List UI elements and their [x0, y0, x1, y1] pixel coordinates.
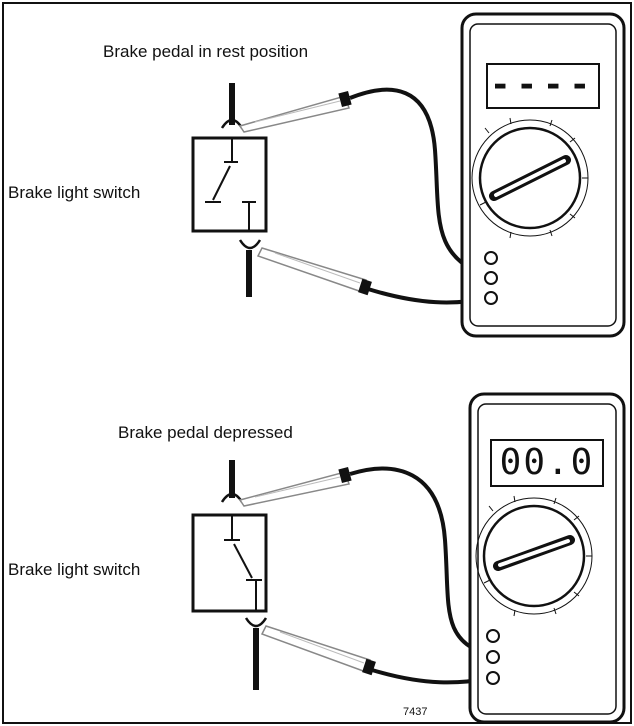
bottom-lead-upper — [349, 466, 492, 658]
bottom-panel-heading: Brake pedal depressed — [118, 423, 293, 442]
top-terminal-lower — [238, 239, 262, 250]
top-panel-heading: Brake pedal in rest position — [103, 42, 309, 61]
bottom-terminal-lower — [244, 617, 268, 628]
top-lead-upper — [349, 87, 491, 280]
bottom-switch-contacts — [224, 515, 262, 611]
bottom-display-window — [490, 439, 604, 487]
bottom-multimeter — [468, 392, 626, 724]
top-display-window — [486, 63, 600, 109]
bottom-socket-v — [486, 671, 500, 685]
figure-number: 7437 — [403, 706, 428, 718]
bottom-switch-body — [191, 513, 268, 613]
top-switch-contacts — [205, 138, 256, 231]
bottom-probe-lower — [260, 625, 376, 676]
top-socket-a — [484, 251, 498, 265]
top-switch-label: Brake light switch — [8, 183, 141, 202]
top-panel — [191, 12, 626, 338]
top-probe-lower — [256, 247, 372, 296]
top-probe-upper — [238, 90, 352, 133]
bottom-probe-upper — [238, 466, 352, 507]
top-socket-v — [484, 291, 498, 305]
bottom-panel — [191, 392, 626, 724]
bottom-socket-a — [486, 629, 500, 643]
top-multimeter — [460, 12, 626, 338]
bottom-socket-com — [486, 650, 500, 664]
bottom-switch-label: Brake light switch — [8, 560, 141, 579]
top-switch-body — [191, 136, 268, 233]
bottom-meter-readout: 00.0 — [499, 442, 595, 483]
top-socket-com — [484, 271, 498, 285]
top-meter-readout: ---- — [490, 65, 596, 105]
